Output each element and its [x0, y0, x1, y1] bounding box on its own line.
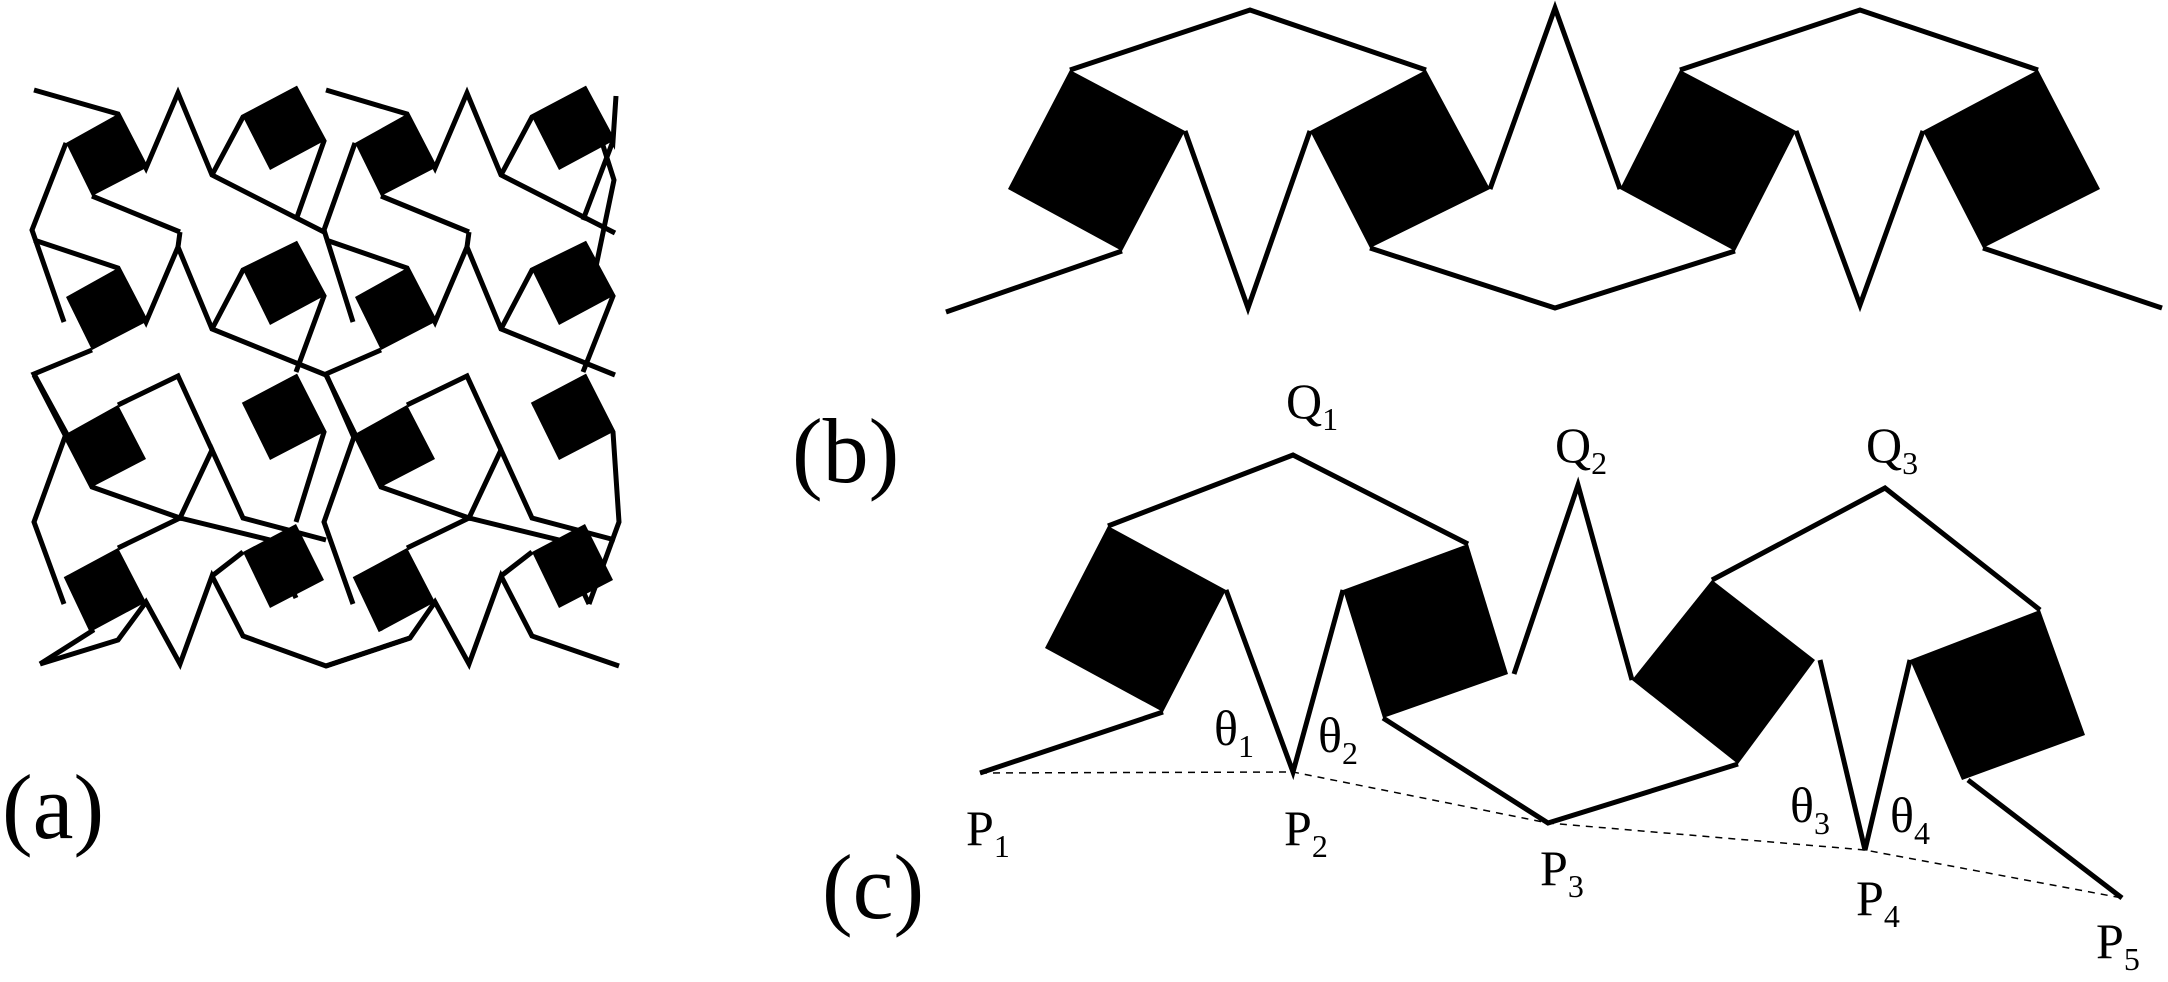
panel-a-label: (a) [2, 756, 104, 858]
lattice-cell [321, 85, 619, 323]
angle-theta2-label: θ2 [1318, 707, 1358, 771]
panel-c-label: (c) [822, 836, 924, 938]
lattice-cell [322, 231, 616, 442]
point-q2-label: Q2 [1555, 417, 1607, 481]
labelled-chain [979, 452, 2124, 900]
chain-block [1343, 544, 1508, 718]
chain-block [1620, 70, 1796, 251]
point-p2-label: P2 [1284, 800, 1328, 864]
chain-strip [945, 0, 2163, 316]
angle-theta4-label: θ4 [1890, 787, 1930, 851]
lattice-cell [325, 515, 620, 671]
reference-line [979, 771, 2123, 899]
lattice-cell [29, 85, 328, 323]
point-q3-label: Q3 [1866, 417, 1918, 481]
lattice-pattern [29, 85, 622, 671]
lattice-cell [31, 372, 327, 605]
lattice-cell [321, 372, 622, 605]
point-q1-label: Q1 [1286, 373, 1338, 437]
point-p1-label: P1 [966, 800, 1010, 864]
panel-b-label: (b) [792, 400, 899, 502]
point-p4-label: P4 [1856, 870, 1900, 934]
point-p5-label: P5 [2096, 913, 2140, 977]
chain-block [1310, 70, 1490, 248]
chain-block [1923, 70, 2100, 248]
chain-block [1008, 70, 1185, 251]
angle-theta1-label: θ1 [1214, 700, 1254, 764]
chain-block [1910, 610, 2085, 780]
angle-theta3-label: θ3 [1790, 777, 1830, 841]
lattice-cell [38, 515, 411, 671]
point-p3-label: P3 [1540, 840, 1584, 904]
chain-block [1045, 526, 1226, 712]
chain-block [1632, 580, 1815, 764]
